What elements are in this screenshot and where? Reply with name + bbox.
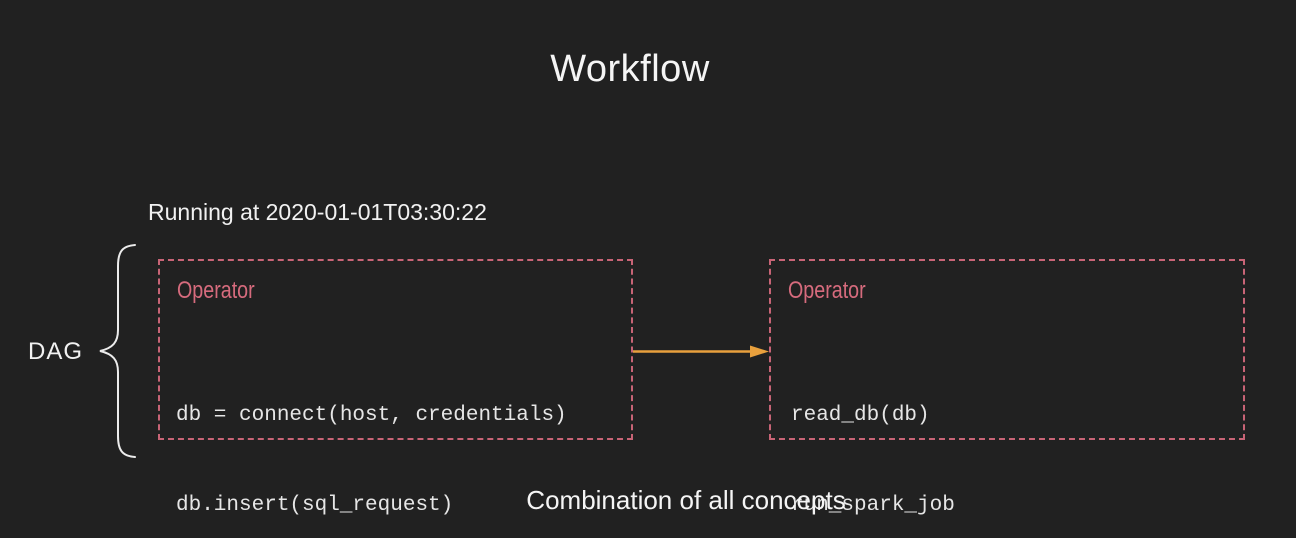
operator-box-1-title: Operator	[177, 277, 255, 304]
running-timestamp-label: Running at 2020-01-01T03:30:22	[148, 199, 487, 225]
operator-box-2-code: read_db(db) run_spark_job	[791, 341, 955, 538]
code-line: run_spark_job	[791, 494, 955, 517]
operator-box-2: Operator read_db(db) run_spark_job	[769, 259, 1245, 517]
curly-brace-icon	[99, 244, 136, 458]
slide-title: Workflow	[550, 48, 710, 90]
operator-box-1: Operator db = connect(host, credentials)…	[158, 259, 633, 517]
code-line: db.insert(sql_request)	[176, 494, 454, 517]
code-line: read_db(db)	[791, 404, 930, 427]
operator-box-2-title: Operator	[788, 277, 866, 304]
slide-caption: Combination of all concepts	[526, 485, 846, 515]
operator-box-1-code: db = connect(host, credentials) db.inser…	[176, 341, 567, 538]
code-line: db = connect(host, credentials)	[176, 404, 567, 427]
dag-label: DAG	[28, 338, 84, 365]
dependency-arrow-icon	[633, 345, 769, 358]
